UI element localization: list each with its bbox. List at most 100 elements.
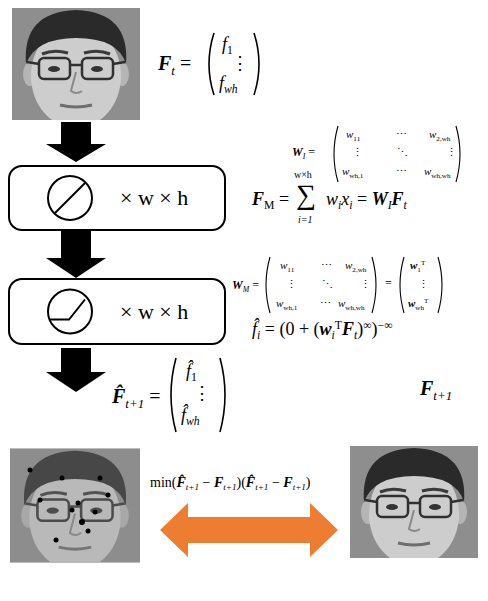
math-operator: = [279, 189, 289, 209]
math-subscript: i [338, 199, 341, 212]
math-subscript: t+1 [433, 388, 452, 403]
math-subscript: wh [186, 415, 200, 428]
math-operator: = [357, 189, 367, 209]
noise-dot [98, 476, 103, 481]
math-symbol: ) [306, 475, 311, 490]
math-symbol: ⋮ [286, 278, 297, 290]
target-face-photo [350, 446, 478, 566]
vector-bracket [400, 257, 404, 313]
noise-dots [28, 468, 111, 543]
formula-line: WM= [232, 278, 262, 294]
math-subscript: t [404, 199, 407, 212]
block-arrow [46, 122, 106, 162]
formula-line: min(F̂t+1−Ft+1)(F̂t+1−Ft+1) [150, 474, 311, 494]
math-symbol: w [326, 189, 338, 209]
matrix-bracket [266, 257, 270, 313]
math-symbol: F [158, 52, 171, 74]
math-subscript: wh,1 [349, 172, 363, 180]
math-subscript: t+1 [186, 482, 199, 492]
math-symbol: ∑ [296, 179, 316, 210]
math-symbol: x [341, 189, 349, 209]
math-symbol: (0 + ( [279, 319, 319, 339]
formula-line: ⋱ [397, 146, 408, 160]
neuron-layer-box: × w × h [8, 278, 226, 345]
math-operator: = [265, 319, 275, 339]
math-symbol: W [292, 145, 303, 159]
formula-line: ⋮ [446, 146, 457, 160]
formula-line: w1T [410, 259, 425, 274]
math-symbol: ) [357, 319, 363, 339]
formula-line: ∑ [296, 181, 316, 209]
math-symbol: F̂ [176, 475, 185, 490]
math-subscript: t+1 [293, 482, 306, 492]
math-operator: = [180, 52, 191, 74]
noise-dot [70, 508, 75, 513]
math-symbol: ⋱ [397, 146, 408, 158]
math-symbol: ⋮ [360, 278, 371, 290]
math-symbol: min( [150, 475, 176, 490]
math-symbol: F [214, 475, 223, 490]
math-subscript: wh,1 [283, 304, 297, 312]
formula-line: ⋯ [396, 128, 407, 142]
math-symbol: ⋮ [418, 278, 429, 290]
math-subscript: 11 [287, 266, 294, 274]
formula-line: ⋯ [320, 297, 331, 311]
formula-line: ⋮ [231, 52, 249, 75]
neuron-circle [48, 290, 92, 334]
formula-line: ⋯ [321, 259, 332, 273]
formula-line: ⋮ [418, 278, 429, 292]
layer-count-text: × w × h [120, 298, 188, 324]
math-subscript: t+1 [125, 396, 144, 411]
math-symbol: ) [372, 319, 378, 339]
math-symbol: ⋯ [396, 165, 407, 177]
vector-bracket [254, 33, 259, 95]
noise-dot [93, 510, 98, 515]
math-symbol: w [338, 297, 345, 309]
formula-line: wwh,wh [424, 165, 451, 180]
relu-curve [50, 300, 85, 320]
math-symbol: w [429, 128, 436, 140]
math-subscript: I [388, 199, 392, 212]
math-symbol: w×h [294, 169, 312, 180]
math-symbol: f [219, 73, 224, 93]
predicted-face-photo [10, 449, 140, 571]
math-symbol: ⋮ [352, 146, 363, 158]
connector-layer [46, 231, 106, 278]
math-symbol: f [222, 34, 227, 54]
comparison-arrow [160, 503, 338, 557]
noise-dot [76, 501, 81, 506]
formula-line: ⋮ [193, 382, 211, 405]
math-symbol: ⋯ [320, 297, 331, 309]
math-subscript: wh,wh [345, 304, 364, 312]
math-subscript: I [303, 152, 306, 161]
block-arrow-connector [46, 231, 106, 278]
noise-dot [28, 468, 33, 473]
noise-dot [60, 476, 65, 481]
photo-haze [10, 448, 140, 563]
math-symbol: f̂ [186, 361, 191, 381]
neuron-icon [10, 280, 224, 343]
math-operator: = [385, 276, 392, 290]
math-symbol: F [420, 377, 433, 399]
vector-bracket [209, 33, 214, 95]
neuron-icon [10, 167, 224, 229]
math-symbol: F̂ [112, 385, 125, 407]
vector-bracket [438, 257, 442, 313]
math-symbol: w [320, 319, 332, 339]
math-subscript: t+1 [255, 482, 268, 492]
formula-line: ⋯ [396, 165, 407, 179]
formula-line: w11 [346, 128, 360, 143]
math-symbol: f̂ [181, 405, 186, 425]
math-symbol: F [252, 189, 264, 209]
math-symbol: f̂ [252, 319, 257, 339]
input-face-photo [12, 8, 140, 128]
math-subscript: 1 [417, 266, 421, 274]
math-symbol: F [392, 189, 404, 209]
formula-line: = [382, 276, 395, 291]
math-subscript: i [257, 329, 260, 342]
noise-dot [54, 538, 59, 543]
math-operator: − [203, 475, 211, 490]
math-symbol: ⋱ [322, 278, 333, 290]
math-symbol: w [280, 259, 287, 271]
